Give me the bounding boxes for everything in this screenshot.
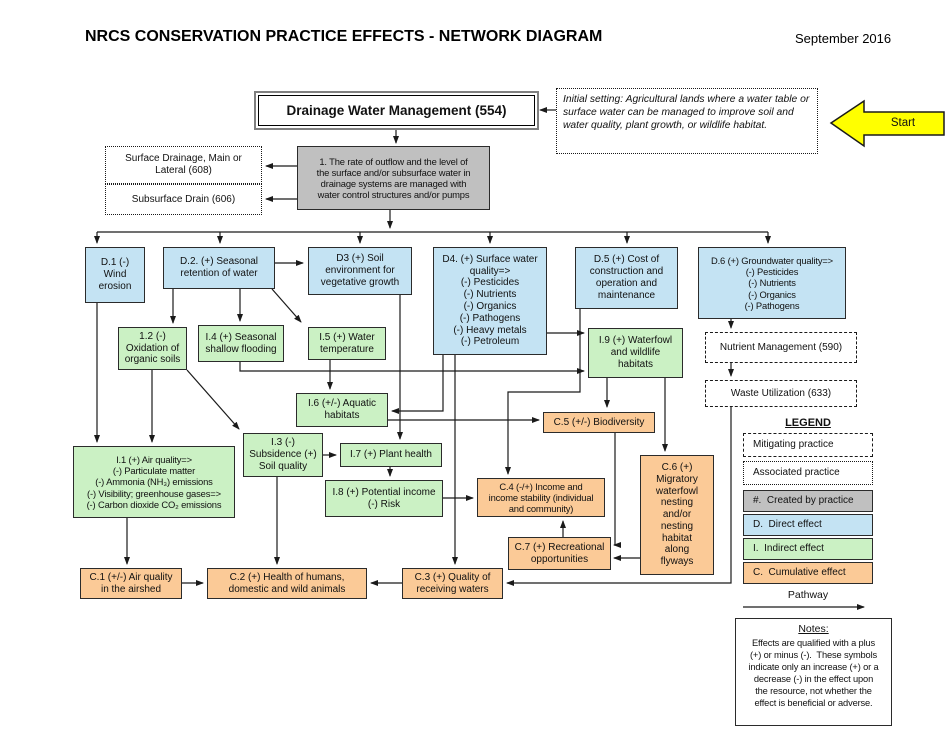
node-subsurface-drain-606: Subsurface Drain (606) — [105, 184, 262, 215]
node-i8-potential-income-risk: I.8 (+) Potential income (-) Risk — [325, 480, 443, 517]
node-i1-air-quality: I.1 (+) Air quality=> (-) Particulate ma… — [73, 446, 235, 518]
node-i3-subsidence-soil-quality: I.3 (-) Subsidence (+) Soil quality — [243, 433, 323, 477]
node-surface-drainage-608: Surface Drainage, Main or Lateral (608) — [105, 146, 262, 184]
legend-item-direct-effect: D. Direct effect — [743, 514, 873, 536]
node-drainage-water-management: Drainage Water Management (554) — [258, 95, 535, 126]
node-nutrient-management-590: Nutrient Management (590) — [705, 332, 857, 363]
notes-body: Effects are qualified with a plus (+) or… — [748, 638, 879, 708]
notes-box: Notes: Effects are qualified with a plus… — [735, 618, 892, 726]
legend-item-cumulative-effect: C. Cumulative effect — [743, 562, 873, 584]
node-waste-utilization-633: Waste Utilization (633) — [705, 380, 857, 407]
node-i9-waterfowl-wildlife-habitats: I.9 (+) Waterfowl and wildlife habitats — [588, 328, 683, 378]
node-c7-recreational-opportunities: C.7 (+) Recreational opportunities — [508, 537, 611, 570]
legend-item-created-by-practice: #. Created by practice — [743, 490, 873, 512]
node-c1-air-quality-airshed: C.1 (+/-) Air quality in the airshed — [80, 568, 182, 599]
node-d4-surface-water-quality: D4. (+) Surface water quality=> (-) Pest… — [433, 247, 547, 355]
node-d1-wind-erosion: D.1 (-) Wind erosion — [85, 247, 145, 303]
node-i4-seasonal-shallow-flooding: I.4 (+) Seasonal shallow flooding — [198, 325, 284, 362]
page-title: NRCS CONSERVATION PRACTICE EFFECTS - NET… — [85, 28, 603, 45]
legend-item-mitigating-practice: Mitigating practice — [743, 433, 873, 457]
node-i2-oxidation-organic-soils: 1.2 (-) Oxidation of organic soils — [118, 327, 187, 370]
node-d5-cost: D.5 (+) Cost of construction and operati… — [575, 247, 678, 309]
node-i7-plant-health: I.7 (+) Plant health — [340, 443, 442, 467]
node-c5-biodiversity: C.5 (+/-) Biodiversity — [543, 412, 655, 433]
legend-item-indirect-effect: I. Indirect effect — [743, 538, 873, 560]
node-created-by-practice-1: 1. The rate of outflow and the level of … — [297, 146, 490, 210]
node-c6-migratory-waterfowl: C.6 (+) Migratory waterfowl nesting and/… — [640, 455, 714, 575]
node-c3-quality-receiving-waters: C.3 (+) Quality of receiving waters — [402, 568, 503, 599]
start-arrow-label: Start — [890, 117, 916, 129]
connectors — [94, 107, 865, 610]
node-c2-health-humans-animals: C.2 (+) Health of humans, domestic and w… — [207, 568, 367, 599]
start-arrow — [829, 99, 945, 148]
node-d2-seasonal-retention: D.2. (+) Seasonal retention of water — [163, 247, 275, 289]
legend-pathway-label: Pathway — [787, 589, 829, 601]
node-d6-groundwater-quality: D.6 (+) Groundwater quality=> (-) Pestic… — [698, 247, 846, 319]
node-i6-aquatic-habitats: I.6 (+/-) Aquatic habitats — [296, 393, 388, 427]
date-label: September 2016 — [795, 31, 892, 46]
node-i5-water-temperature: I.5 (+) Water temperature — [308, 327, 386, 360]
notes-title: Notes: — [798, 623, 829, 635]
node-initial-setting: Initial setting: Agricultural lands wher… — [556, 88, 818, 154]
node-d3-soil-environment: D3 (+) Soil environment for vegetative g… — [308, 247, 412, 295]
legend-item-associated-practice: Associated practice — [743, 461, 873, 485]
node-c4-income-stability: C.4 (-/+) Income and income stability (i… — [477, 478, 605, 517]
legend-title: LEGEND — [785, 417, 831, 429]
